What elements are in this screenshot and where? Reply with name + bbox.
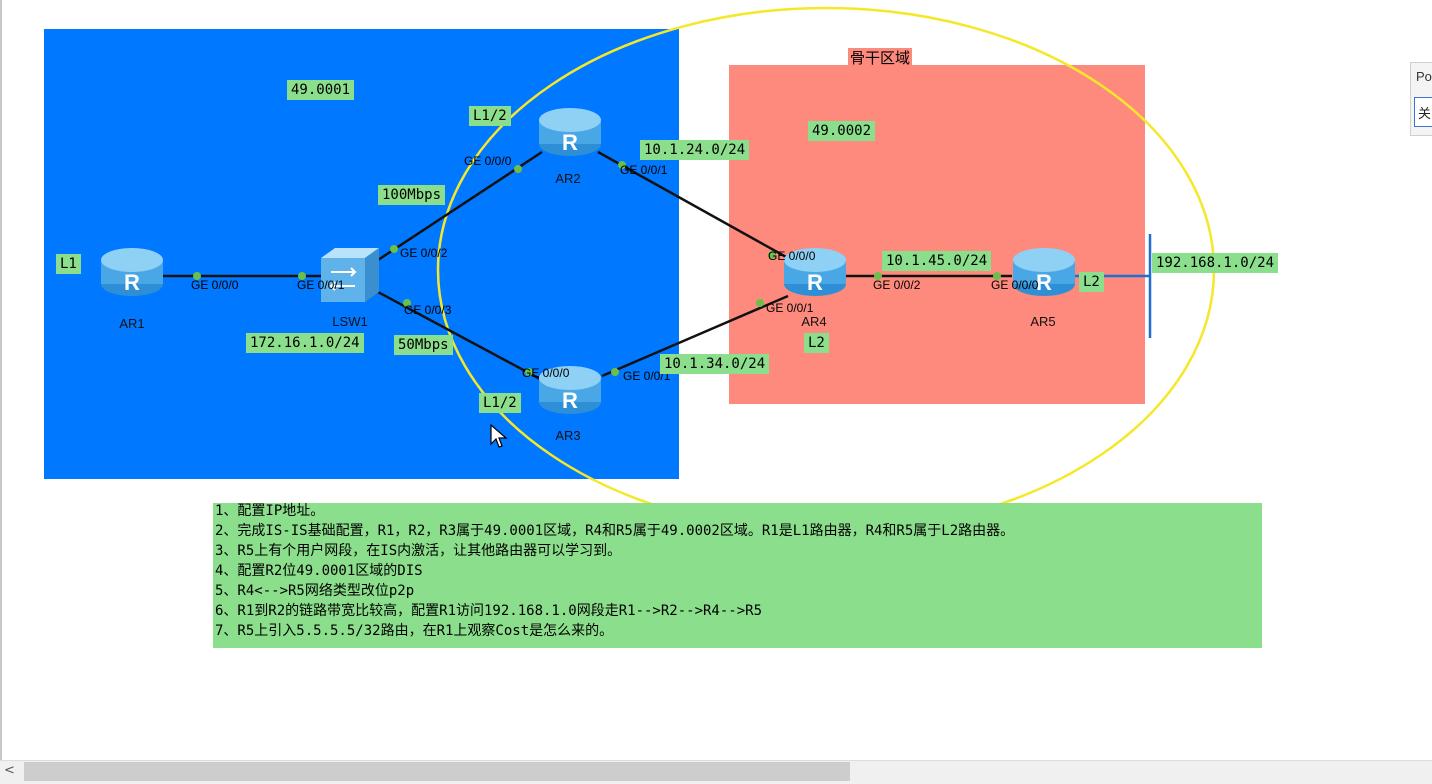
svg-text:R: R — [807, 270, 823, 295]
port-lsw1-g2: GE 0/0/2 — [400, 246, 448, 260]
level-label-ar4: L2 — [804, 333, 829, 353]
popup-button-label: 关 — [1418, 107, 1432, 122]
switch-lsw1-icon[interactable] — [321, 248, 379, 304]
port-ar1-g0: GE 0/0/0 — [191, 278, 239, 292]
router-ar5-icon[interactable]: R — [1012, 244, 1076, 298]
level-label-ar5: L2 — [1079, 272, 1104, 292]
net-label-ar3-ar4: 10.1.34.0/24 — [660, 354, 770, 374]
port-ar4-g2: GE 0/0/2 — [873, 278, 921, 292]
topology-canvas: R R R R R AR1 AR2 AR3 AR4 AR5 LS — [0, 0, 1432, 760]
area2-id-label: 49.0002 — [808, 121, 876, 141]
scroll-left-arrow-icon[interactable]: < — [4, 763, 15, 778]
device-name-ar1: AR1 — [119, 316, 145, 331]
device-name-lsw1: LSW1 — [332, 314, 368, 329]
device-name-ar5: AR5 — [1030, 314, 1056, 329]
svg-text:R: R — [124, 270, 140, 295]
net-label-user-segment: 192.168.1.0/24 — [1152, 253, 1279, 273]
device-name-ar2: AR2 — [555, 171, 581, 186]
link-lsw1-ar3 — [377, 290, 543, 382]
task-item: 4、配置R2位49.0001区域的DIS — [215, 563, 423, 579]
mouse-cursor-icon — [490, 424, 508, 448]
task-item: 1、配置IP地址。 — [215, 503, 325, 519]
net-label-ar1-lan: 172.16.1.0/24 — [246, 333, 364, 353]
area1-id-label: 49.0001 — [287, 80, 355, 100]
scrollbar-thumb[interactable] — [24, 762, 850, 781]
port-lsw1-g3: GE 0/0/3 — [404, 303, 452, 317]
task-item: 6、R1到R2的链路带宽比较高，配置R1访问192.168.1.0网段走R1--… — [215, 603, 763, 619]
task-item: 3、R5上有个用户网段，在IS内激活，让其他路由器可以学习到。 — [215, 543, 622, 559]
router-ar2-icon[interactable]: R — [538, 104, 602, 158]
link-ar2-ar4 — [597, 150, 789, 260]
level-label-ar2: L1/2 — [469, 106, 511, 126]
net-label-ar4-ar5: 10.1.45.0/24 — [882, 251, 992, 271]
horizontal-scrollbar[interactable]: < — [0, 760, 1432, 784]
svg-text:R: R — [562, 130, 578, 155]
backbone-title: 骨干区域 — [848, 48, 913, 68]
port-dots — [193, 161, 1001, 376]
task-list: 1、配置IP地址。 2、完成IS-IS基础配置，R1，R2，R3属于49.000… — [213, 503, 1262, 648]
port-lsw1-g1: GE 0/0/1 — [297, 278, 345, 292]
bandwidth-label-ar3: 50Mbps — [394, 335, 453, 355]
popup-panel: Po 关 — [1410, 62, 1432, 136]
port-ar4-g1: GE 0/0/1 — [766, 301, 814, 315]
router-ar1-icon[interactable]: R — [100, 244, 164, 298]
svg-text:R: R — [1036, 270, 1052, 295]
link-ar3-ar4 — [601, 294, 789, 378]
port-ar2-g1: GE 0/0/1 — [620, 163, 668, 177]
svg-text:R: R — [562, 388, 578, 413]
level-label-ar3: L1/2 — [479, 393, 521, 413]
task-item: 2、完成IS-IS基础配置，R1，R2，R3属于49.0001区域，R4和R5属… — [215, 523, 1015, 539]
device-name-ar3: AR3 — [555, 428, 581, 443]
popup-button[interactable]: 关 — [1414, 97, 1432, 127]
level-label-ar1: L1 — [56, 254, 81, 274]
net-label-ar2-ar4: 10.1.24.0/24 — [640, 140, 750, 160]
port-ar3-g0: GE 0/0/0 — [522, 366, 570, 380]
router-ar4-icon[interactable]: R — [783, 244, 847, 298]
port-ar5-g0: GE 0/0/0 — [991, 278, 1039, 292]
task-item: 5、R4<-->R5网络类型改位p2p — [215, 583, 415, 599]
router-ar3-icon[interactable]: R — [538, 362, 602, 416]
area-49-0002 — [729, 65, 1145, 404]
device-name-ar4: AR4 — [801, 314, 827, 329]
port-ar4-g0: GE 0/0/0 — [768, 249, 816, 263]
port-ar3-g1: GE 0/0/1 — [623, 369, 671, 383]
task-item: 7、R5上引入5.5.5.5/32路由，在R1上观察Cost是怎么来的。 — [215, 623, 614, 639]
port-ar2-g0: GE 0/0/0 — [464, 154, 512, 168]
window-edge — [0, 0, 2, 760]
popup-text: Po — [1416, 69, 1432, 84]
bandwidth-label-ar2: 100Mbps — [378, 185, 446, 205]
